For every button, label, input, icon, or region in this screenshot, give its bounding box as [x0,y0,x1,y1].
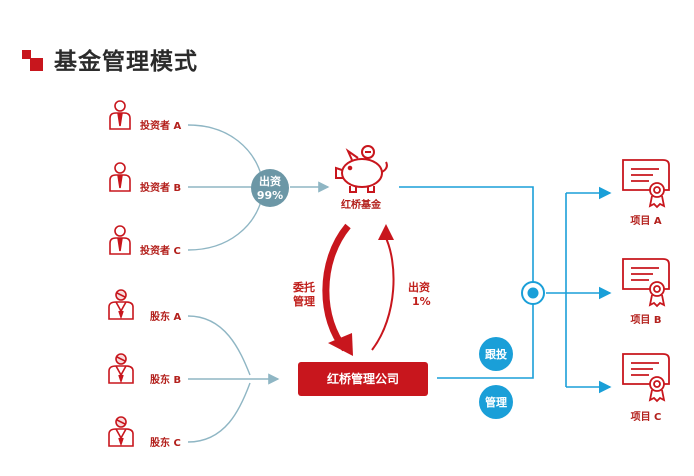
company-box: 红桥管理公司 [298,362,428,396]
contribute-label-line2: 1% [412,295,431,308]
project-b: 项目 B [622,258,670,326]
shareholder-icon [108,416,134,447]
entrust-arrow [322,223,353,356]
investor-icon [109,100,131,130]
investor-c: 投资者 C [109,225,181,257]
investor-b: 投资者 B [109,162,181,194]
shareholder-label: 股东 A [150,310,181,323]
investor-icon [109,225,131,255]
shareholder-connectors [187,315,280,443]
contribute-arrow [371,224,395,351]
entrust-label-line2: 管理 [293,294,315,308]
follow-invest-badge: 跟投 [479,337,513,371]
shareholder-label: 股东 B [150,373,181,386]
project-label: 项目 A [630,215,661,227]
manage-label: 管理 [485,395,507,409]
project-a: 项目 A [622,159,670,227]
certificate-icon [622,353,670,403]
project-label: 项目 C [631,411,662,423]
project-label: 项目 B [630,314,661,326]
fund-label: 红桥基金 [341,198,382,211]
invest-node: 出资 99% [251,169,289,207]
shareholder-c: 股东 C [108,416,181,449]
manage-badge: 管理 [479,385,513,419]
investor-label: 投资者 B [140,181,181,194]
investor-label: 投资者 C [140,244,181,257]
shareholder-icon [108,289,134,320]
junction-node [521,281,545,305]
investor-connectors [187,124,263,251]
shareholder-b: 股东 B [108,353,181,386]
certificate-icon [622,159,670,209]
contribute-label-line1: 出资 [408,280,430,294]
invest-node-line2: 99% [257,189,283,202]
certificate-icon [622,258,670,308]
blue-connectors [399,186,612,394]
shareholder-label: 股东 C [150,436,181,449]
company-label: 红桥管理公司 [327,371,399,386]
project-c: 项目 C [622,353,670,423]
fund: 红桥基金 [335,145,388,211]
page-title: 基金管理模式 [54,49,198,75]
shareholder-a: 股东 A [108,289,181,323]
title-bullet-icon [22,50,43,71]
shareholder-icon [108,353,134,384]
follow-invest-label: 跟投 [485,347,507,361]
invest-node-line1: 出资 [259,174,281,188]
investor-a: 投资者 A [109,100,181,132]
investor-label: 投资者 A [140,119,181,132]
investor-icon [109,162,131,192]
piggy-bank-icon [335,145,388,193]
entrust-label-line1: 委托 [292,280,315,294]
